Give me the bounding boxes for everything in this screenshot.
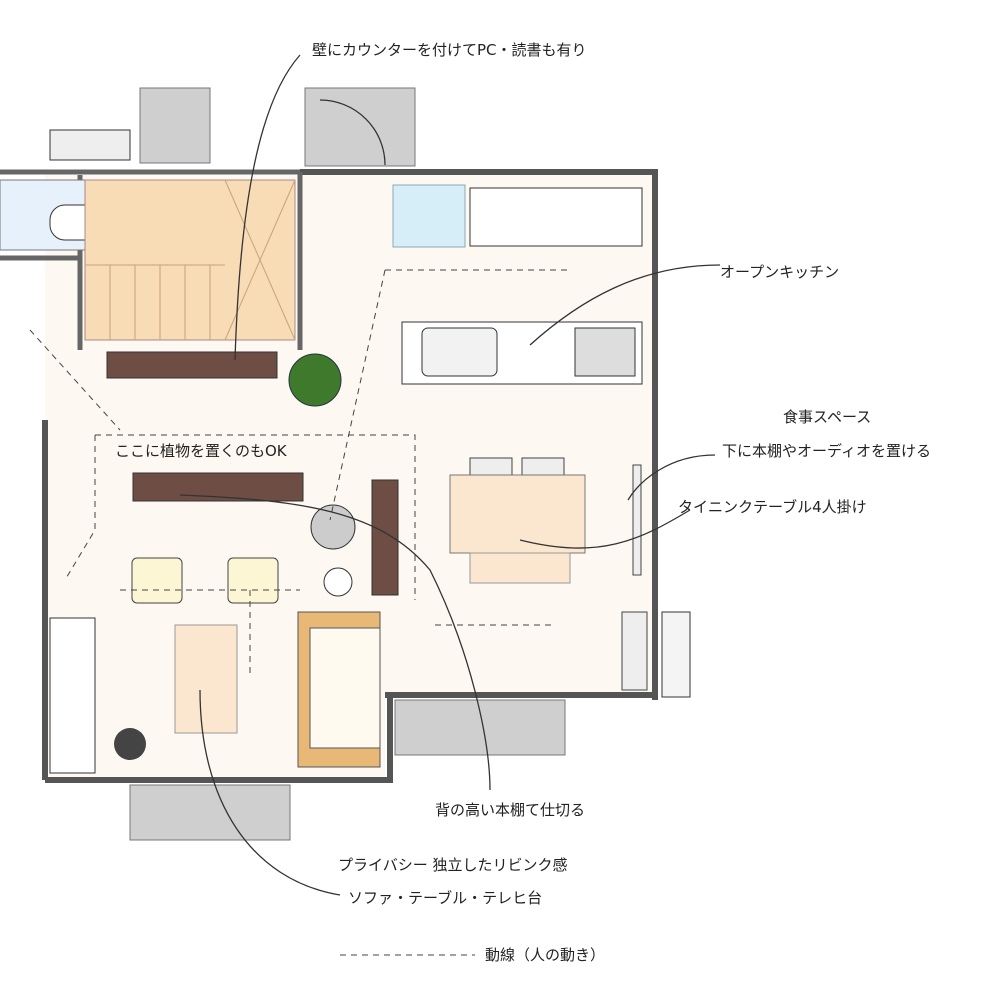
label-dining-space: 食事スペース xyxy=(783,408,871,426)
label-counter: 壁にカウンターを付けてPC・読書も有り xyxy=(312,41,587,59)
tall-bookshelf xyxy=(371,479,399,596)
stair-steps xyxy=(85,179,296,341)
label-sofa-table-tv: ソファ・テーブル・テレヒ台 xyxy=(348,889,542,907)
low-shelf xyxy=(632,464,642,576)
flow-lines xyxy=(29,269,570,675)
plant-icon xyxy=(288,353,342,407)
exterior-unit xyxy=(139,87,211,164)
exterior-wall xyxy=(42,169,658,783)
plant-icon xyxy=(323,567,353,597)
window-tile xyxy=(392,184,466,248)
label-open-kitchen: オープンキッチン xyxy=(720,263,839,281)
outdoor-unit xyxy=(661,611,691,698)
label-privacy: プライバシー 独立したリビンク感 xyxy=(338,856,567,874)
exterior-unit xyxy=(304,87,416,167)
coffee-table xyxy=(174,624,238,734)
stove-icon xyxy=(574,327,636,377)
sink-icon xyxy=(421,327,498,377)
cushion xyxy=(227,557,279,604)
ac-unit xyxy=(49,129,131,161)
kitchen-back-counter xyxy=(469,187,643,247)
entrance-step xyxy=(129,784,291,841)
plant-icon xyxy=(114,728,146,760)
leader-lines xyxy=(179,54,721,896)
plant-icon xyxy=(310,504,356,550)
tv-stand xyxy=(49,617,96,774)
terrace-step xyxy=(394,699,566,756)
label-tall-shelf: 背の高い本棚て仕切る xyxy=(435,801,585,819)
dining-table xyxy=(449,474,586,554)
label-dining-table: タイニンクテーブル4人掛け xyxy=(678,498,867,516)
ac-unit xyxy=(621,611,648,691)
bench xyxy=(469,552,571,584)
interior-wall xyxy=(0,169,303,350)
counter-desk xyxy=(106,351,278,379)
stairs xyxy=(84,179,296,341)
label-shelf-audio: 下に本棚やオーディオを置ける xyxy=(722,442,931,460)
label-plant-ok: ここに植物を置くのもOK xyxy=(115,442,288,460)
cushion xyxy=(131,557,183,604)
legend-label: 動線（人の動き） xyxy=(485,946,605,964)
sofa-seat xyxy=(309,627,381,749)
door-swing xyxy=(319,99,386,166)
